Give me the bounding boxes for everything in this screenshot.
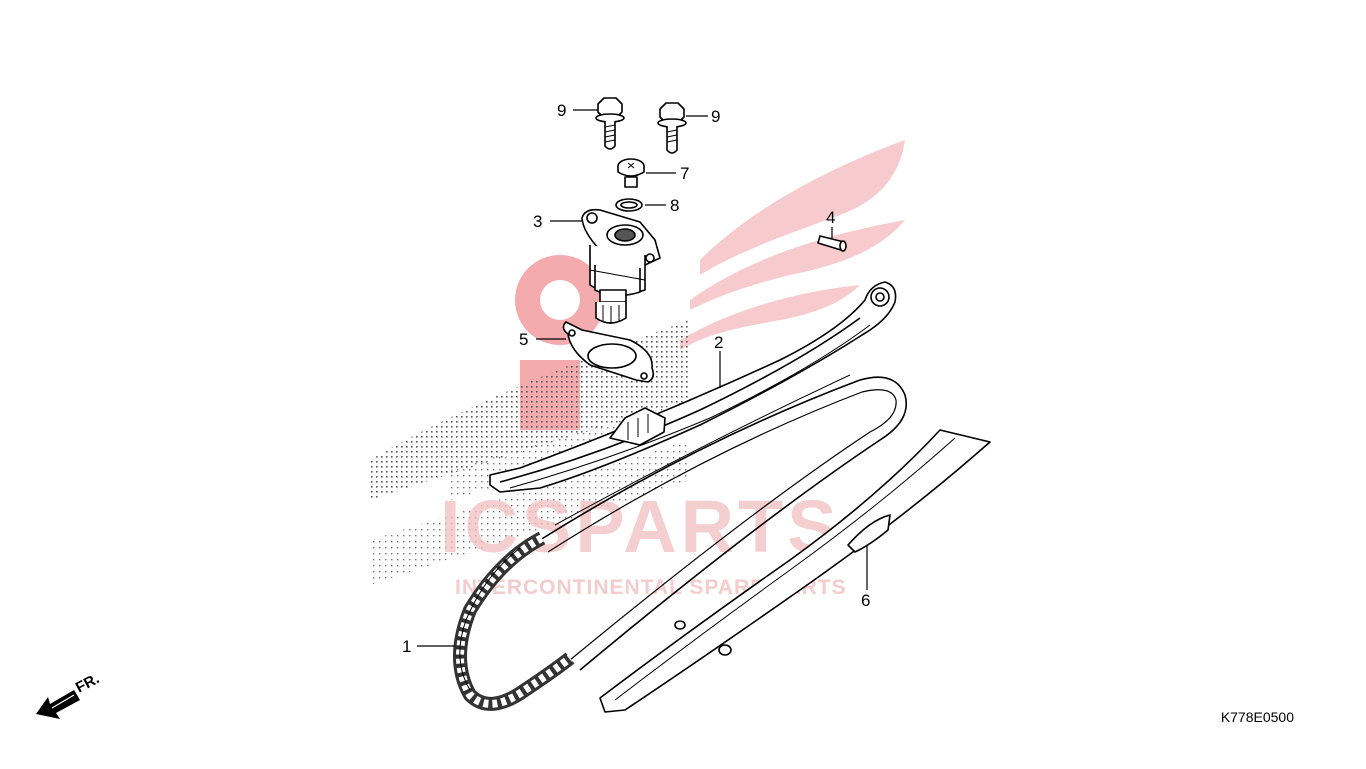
callout-5: 5 xyxy=(519,330,528,349)
pin xyxy=(817,235,847,252)
tensioner-lifter xyxy=(581,208,661,324)
gasket xyxy=(562,321,655,383)
front-label: FR. xyxy=(73,670,102,696)
guide-slipper xyxy=(599,429,991,713)
sealing-bolt xyxy=(617,158,645,188)
front-arrow-icon: FR. xyxy=(36,670,102,719)
callout-7: 7 xyxy=(680,164,689,183)
callout-leaders xyxy=(417,109,868,647)
callout-9-right: 9 xyxy=(711,107,720,126)
callout-9-left: 9 xyxy=(557,101,566,120)
callout-3: 3 xyxy=(533,212,542,231)
callout-1: 1 xyxy=(402,637,411,656)
flange-bolt-left xyxy=(595,97,625,150)
callout-4: 4 xyxy=(826,208,835,227)
callout-2: 2 xyxy=(714,333,723,352)
cam-chain xyxy=(453,374,907,711)
callout-6: 6 xyxy=(861,591,870,610)
tensioner-slipper xyxy=(489,281,897,493)
o-ring xyxy=(615,198,643,212)
watermark-brand: ICSPARTS xyxy=(440,485,841,568)
callout-labels: 9 9 7 8 3 4 5 2 6 1 xyxy=(402,101,870,656)
diagram-code: K778E0500 xyxy=(1220,709,1294,725)
flange-bolt-right xyxy=(657,102,687,154)
callout-8: 8 xyxy=(670,196,679,215)
wing-logo-watermark xyxy=(515,140,905,430)
